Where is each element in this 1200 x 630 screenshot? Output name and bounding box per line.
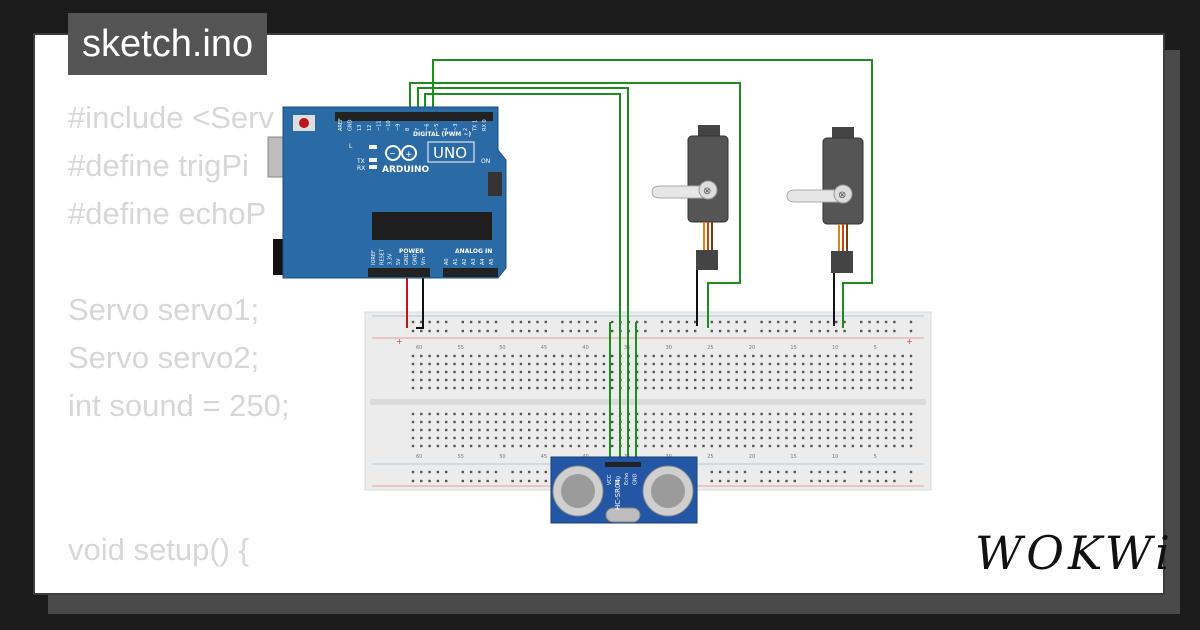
arduino-pin-label: 2: [463, 128, 469, 131]
code-line: #include <Serv: [68, 100, 274, 135]
sensor-pin-label: Echo: [624, 473, 630, 485]
code-line: #define echoP: [68, 196, 267, 231]
arduino-pin-label: IOREF: [371, 250, 377, 265]
sensor-pin-label: GND: [633, 473, 639, 485]
column-number-label: 50: [499, 454, 505, 460]
column-number-label: 15: [790, 345, 796, 351]
column-number-label: 45: [541, 454, 547, 460]
arduino-pin-label: ~5: [434, 124, 440, 131]
svg-text:+: +: [405, 150, 413, 160]
column-number-label: 55: [458, 454, 464, 460]
servo1-signal-wire: [409, 82, 741, 328]
svg-text:⊗: ⊗: [838, 190, 846, 201]
servo-motor-1: ⊗: [651, 125, 729, 270]
code-line: #define trigPi: [68, 148, 249, 183]
analog-label: ANALOG IN: [455, 248, 492, 255]
column-number-label: 25: [707, 454, 713, 460]
code-line: void setup() {: [68, 532, 249, 567]
column-number-label: 60: [416, 345, 422, 351]
analog-header: [443, 268, 498, 277]
led-rx-label: RX: [357, 165, 365, 172]
digital-header-label: DIGITAL (PWM ~): [413, 131, 471, 138]
signal-wires: [409, 59, 873, 463]
atmega-chip: [372, 212, 492, 240]
arduino-pin-label: ~6: [424, 124, 430, 131]
led-l-label: L: [349, 143, 353, 150]
svg-text:⊗: ⊗: [703, 186, 711, 197]
column-number-label: 40: [582, 345, 588, 351]
arduino-pin-label: 4: [444, 128, 450, 131]
arduino-pin-label: AREF: [338, 118, 344, 131]
arduino-pin-label: 12: [367, 125, 373, 131]
wokwi-logo: WOKWi: [975, 526, 1174, 580]
led-tx-label: TX: [356, 158, 365, 165]
column-number-label: 15: [790, 454, 796, 460]
arduino-pin-label: RESET: [379, 248, 385, 265]
column-number-label: 30: [666, 345, 672, 351]
code-line: Servo servo2;: [68, 340, 260, 375]
svg-text:+: +: [396, 337, 403, 346]
code-line: Servo servo1;: [68, 292, 260, 327]
column-number-label: 20: [749, 454, 755, 460]
board-brand-label: ARDUINO: [382, 165, 430, 175]
svg-text:−: −: [389, 149, 396, 158]
sensor-pin-label: VCC: [607, 474, 613, 485]
arduino-pin-label: GND: [348, 119, 354, 131]
arduino-pin-label: A2: [462, 258, 468, 265]
power-gnd-wire: [416, 272, 424, 329]
sensor-echo-wire: [424, 93, 621, 463]
arduino-pin-label: A4: [480, 258, 486, 265]
arduino-pin-label: 3.3V: [388, 253, 394, 265]
power-label: POWER: [399, 248, 424, 255]
sensor-trig-wire: [417, 87, 629, 463]
power-header: [368, 268, 430, 277]
arduino-pin-label: ~9: [396, 124, 402, 131]
reset-button: [299, 118, 309, 128]
breadboard-holes: [411, 320, 913, 483]
digital-header: [335, 112, 493, 121]
arduino-infinity-logo-icon: − +: [385, 145, 417, 161]
on-label: ON: [481, 158, 490, 165]
file-tab[interactable]: sketch.ino: [68, 13, 268, 75]
servo-motor-2: ⊗: [786, 127, 864, 273]
arduino-pin-label: Vin: [421, 257, 427, 265]
arduino-pin-label: A1: [453, 258, 459, 265]
servo2-signal-wire: [432, 59, 873, 328]
arduino-pin-label: A0: [444, 258, 450, 265]
column-number-label: 5: [874, 345, 877, 351]
column-number-label: 55: [458, 345, 464, 351]
column-number-label: 50: [499, 345, 505, 351]
board-model-label: UNO: [433, 144, 467, 162]
sensor-model-label: HC-SR04: [614, 479, 622, 510]
arduino-pin-label: TX 1: [472, 120, 478, 132]
arduino-pin-label: GND: [413, 253, 419, 265]
arduino-pin-label: 13: [357, 125, 363, 131]
arduino-pin-label: A5: [489, 258, 495, 265]
arduino-pin-label: ~10: [386, 120, 392, 131]
column-number-label: 10: [832, 345, 838, 351]
arduino-pin-label: RX 0: [482, 119, 488, 131]
arduino-pin-label: A3: [471, 258, 477, 265]
arduino-pin-label: ~11: [376, 120, 382, 131]
column-number-label: 5: [874, 454, 877, 460]
sensor-pin-label: Trig: [616, 476, 622, 486]
column-number-label: 20: [749, 345, 755, 351]
svg-text:+: +: [906, 337, 913, 346]
column-number-label: 25: [707, 345, 713, 351]
column-number-label: 60: [416, 454, 422, 460]
arduino-pin-label: ~3: [453, 124, 459, 131]
column-number-label: 10: [832, 454, 838, 460]
column-number-label: 45: [541, 345, 547, 351]
arduino-pin-label: GND: [404, 253, 410, 265]
arduino-pin-label: 8: [405, 128, 411, 131]
arduino-pin-label: 5V: [396, 258, 402, 265]
code-line: int sound = 250;: [68, 388, 290, 423]
arduino-pin-label: 7: [415, 128, 421, 131]
